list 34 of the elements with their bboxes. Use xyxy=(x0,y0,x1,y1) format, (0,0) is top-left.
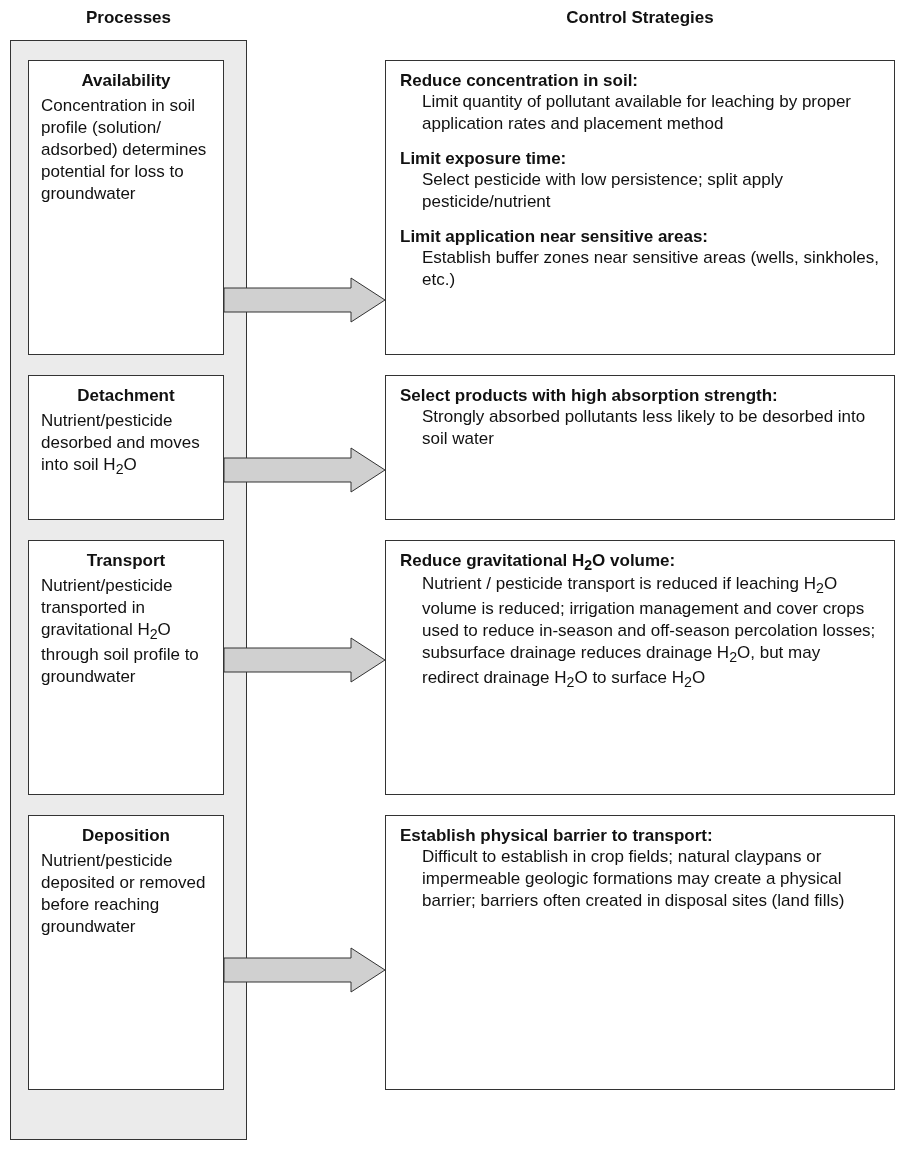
strategy-box xyxy=(385,815,895,1090)
process-title: Availability xyxy=(80,71,172,91)
process-title: Detachment xyxy=(76,386,176,406)
strategy-description: Nutrient / pesticide transport is reduced if leaching H$_{2}$O volume is reduced; irrigation management and cover crops used to reduce in-season and off-season percolation losses; subsurface drainage reduces drainage H$_{2}$O, but may redirect drainage H$_{2}$O to surface H$_{2}$O xyxy=(421,573,877,692)
strategy-description: Strongly absorbed pollutants less likely to be desorbed into soil water xyxy=(421,406,867,451)
process-box xyxy=(28,375,224,520)
block-arrow xyxy=(223,637,386,683)
process-description: Nutrient/pesticide desorbed and moves into soil H$_{2}$O xyxy=(41,410,201,479)
strategy-heading: Limit application near sensitive areas: xyxy=(400,227,709,248)
process-description: Nutrient/pesticide transported in gravitational H$_{2}$O through soil profile to groundwater xyxy=(41,575,200,689)
process-description: Nutrient/pesticide deposited or removed before reaching groundwater xyxy=(41,850,207,939)
strategy-box xyxy=(385,540,895,795)
process-description: Concentration in soil profile (solution/ adsorbed) determines potential for loss to groundwater xyxy=(41,95,208,206)
block-arrow xyxy=(223,447,386,493)
process-title: Transport xyxy=(85,551,167,571)
strategy-description: Difficult to establish in crop fields; natural claypans or impermeable geologic formations may create a physical barrier; barriers often created in disposal sites (land fills) xyxy=(421,846,846,913)
column-heading: Control Strategies xyxy=(565,8,715,28)
strategy-heading: Reduce gravitational H$_{2}$O volume: xyxy=(400,551,677,574)
process-title: Deposition xyxy=(81,826,171,846)
block-arrow xyxy=(223,947,386,993)
strategy-heading: Select products with high absorption strength: xyxy=(400,386,779,406)
strategy-heading: Limit exposure time: xyxy=(400,149,568,170)
strategy-description: Limit quantity of pollutant available for leaching by proper application rates and placement method xyxy=(421,91,853,136)
strategy-box xyxy=(385,60,895,355)
process-box xyxy=(28,540,224,795)
block-arrow xyxy=(223,277,386,323)
process-box xyxy=(28,60,224,355)
strategy-heading: Reduce concentration in soil: xyxy=(400,71,640,91)
column-heading: Processes xyxy=(84,8,173,28)
strategy-box xyxy=(385,375,895,520)
process-box xyxy=(28,815,224,1090)
strategy-description: Select pesticide with low persistence; split apply pesticide/nutrient xyxy=(421,169,784,214)
strategy-heading: Establish physical barrier to transport: xyxy=(400,826,714,846)
strategy-description: Establish buffer zones near sensitive areas (wells, sinkholes, etc.) xyxy=(421,247,880,292)
